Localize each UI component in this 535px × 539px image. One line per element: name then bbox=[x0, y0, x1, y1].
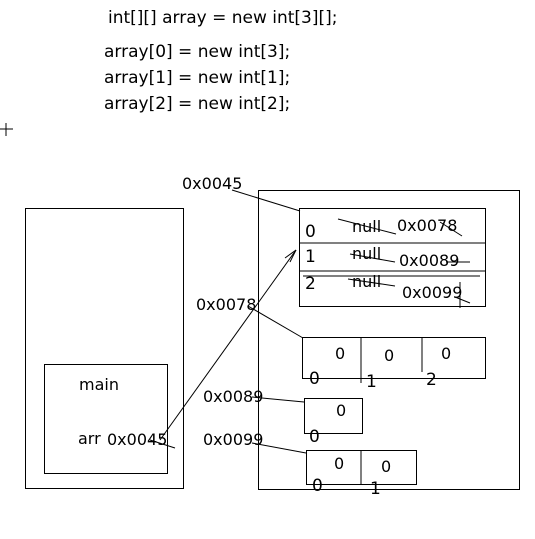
outer-old-value-0: null bbox=[352, 217, 382, 236]
array1-address: 0x0089 bbox=[203, 387, 264, 406]
array2 bbox=[306, 450, 417, 485]
outer-new-value-0: 0x0078 bbox=[397, 216, 458, 235]
arr-variable-value: 0x0045 bbox=[107, 430, 168, 449]
array1 bbox=[304, 398, 363, 434]
array2-index-1: 1 bbox=[370, 479, 381, 499]
array0-value-1: 0 bbox=[384, 346, 395, 365]
array0-value-2: 0 bbox=[441, 344, 452, 363]
outer-row-dividers bbox=[299, 242, 485, 277]
inner-cell-dividers bbox=[360, 338, 423, 485]
outer-index-1: 1 bbox=[305, 247, 316, 267]
array0-index-1: 1 bbox=[366, 372, 377, 392]
crosshair-icon bbox=[0, 123, 13, 136]
outer-index-2: 2 bbox=[305, 274, 316, 294]
arr-variable-name: arr bbox=[78, 429, 101, 448]
outer-old-value-1: null bbox=[352, 244, 382, 263]
array2-index-0: 0 bbox=[312, 476, 323, 496]
code-line-2: array[0] = new int[3]; bbox=[104, 42, 291, 62]
array0-address: 0x0078 bbox=[196, 295, 257, 314]
outer-array bbox=[299, 208, 486, 307]
array0-value-0: 0 bbox=[335, 344, 346, 363]
code-line-3: array[1] = new int[1]; bbox=[104, 68, 291, 88]
outer-old-value-2: null bbox=[352, 272, 382, 291]
array0 bbox=[302, 337, 486, 379]
heap-area bbox=[258, 190, 520, 490]
array1-index-0: 0 bbox=[309, 427, 320, 447]
code-line-4: array[2] = new int[2]; bbox=[104, 94, 291, 114]
outer-index-0: 0 bbox=[305, 222, 316, 242]
array0-index-2: 2 bbox=[426, 370, 437, 390]
array2-address: 0x0099 bbox=[203, 430, 264, 449]
outer-new-value-1: 0x0089 bbox=[399, 251, 460, 270]
main-frame bbox=[44, 364, 168, 474]
array0-index-0: 0 bbox=[309, 369, 320, 389]
outer-array-address: 0x0045 bbox=[182, 174, 243, 193]
main-frame-label: main bbox=[79, 375, 119, 394]
strike-marks bbox=[337, 218, 471, 308]
reference-arrow bbox=[159, 249, 297, 441]
array1-value-0: 0 bbox=[336, 401, 347, 420]
outer-new-value-2: 0x0099 bbox=[402, 283, 463, 302]
address-leader-lines bbox=[149, 189, 307, 454]
array2-value-1: 0 bbox=[381, 457, 392, 476]
code-line-1: int[][] array = new int[3][]; bbox=[108, 8, 338, 28]
stack-area bbox=[25, 208, 184, 489]
array2-value-0: 0 bbox=[334, 454, 345, 473]
